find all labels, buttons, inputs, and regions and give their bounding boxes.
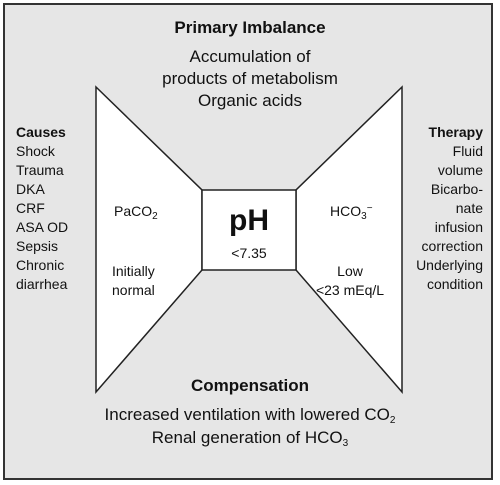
- therapy-item: Underlying: [416, 257, 483, 273]
- therapy-heading: Therapy: [428, 124, 483, 140]
- therapy-item: condition: [426, 276, 483, 292]
- primary-line-3: Organic acids: [198, 91, 302, 110]
- ph-box: [201, 189, 297, 271]
- cause-item: ASA OD: [16, 219, 69, 235]
- ph-label: pH: [229, 204, 269, 237]
- left-wing: [95, 85, 203, 395]
- cause-item: Trauma: [16, 162, 64, 178]
- therapy-item: Fluid: [452, 143, 483, 159]
- compensation-heading: Compensation: [190, 376, 310, 395]
- hco3-note-line-1: Low: [337, 263, 363, 279]
- causes-heading: Causes: [16, 124, 66, 140]
- primary-imbalance-heading: Primary Imbalance: [174, 18, 326, 37]
- ph-value: <7.35: [231, 245, 267, 261]
- cause-item: DKA: [16, 181, 45, 197]
- right-wing: [295, 85, 403, 395]
- cause-item: Sepsis: [16, 238, 59, 254]
- hco3-label: HCO3−: [330, 203, 373, 222]
- therapy-item: correction: [421, 238, 483, 254]
- hco3-note-line-2: <23 mEq/L: [315, 282, 385, 298]
- therapy-item: nate: [455, 200, 483, 216]
- therapy-item: Bicarbo-: [430, 181, 483, 197]
- compensation-line-2: Renal generation of HCO3: [151, 428, 349, 449]
- paco2-label: PaCO2: [114, 203, 158, 222]
- primary-line-2: products of metabolism: [162, 69, 338, 88]
- compensation-line-1: Increased ventilation with lowered CO2: [104, 405, 396, 426]
- cause-item: Shock: [16, 143, 55, 159]
- primary-line-1: Accumulation of: [189, 47, 311, 66]
- cause-item: diarrhea: [16, 276, 68, 292]
- therapy-item: infusion: [434, 219, 483, 235]
- paco2-note-line-2: normal: [112, 282, 155, 298]
- cause-item: Chronic: [16, 257, 65, 273]
- cause-item: CRF: [16, 200, 45, 216]
- paco2-note-line-1: Initially: [112, 263, 155, 279]
- therapy-item: volume: [437, 162, 483, 178]
